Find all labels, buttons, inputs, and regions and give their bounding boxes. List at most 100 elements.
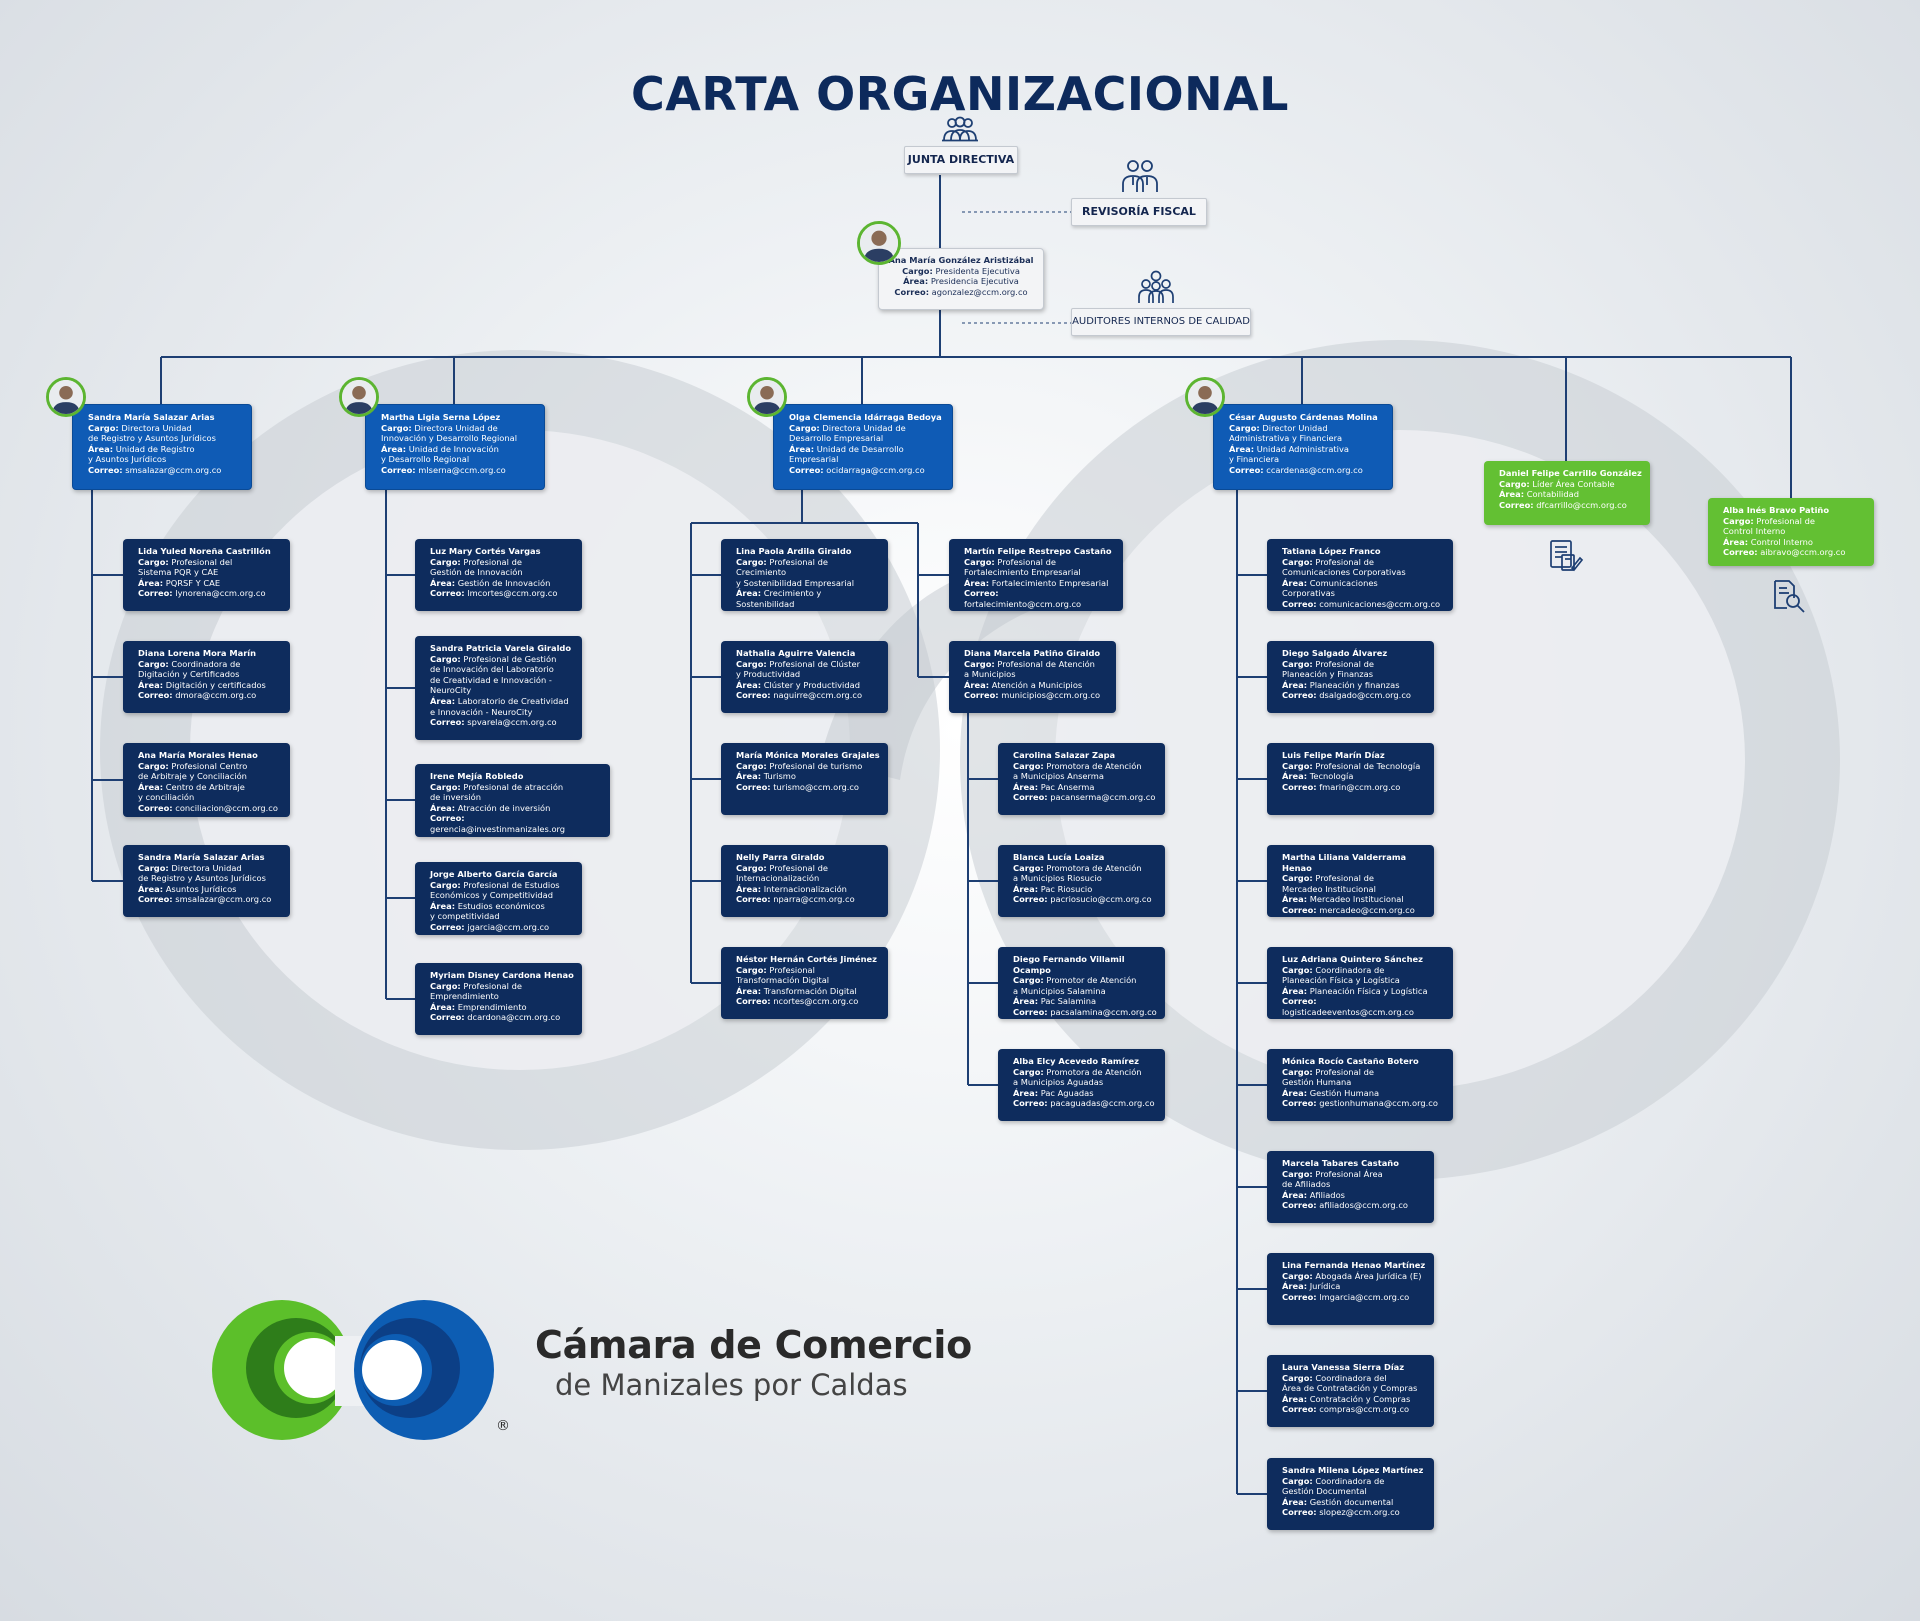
person-area-label: Área:	[736, 985, 762, 996]
person-email-line: Correo: naguirre@ccm.org.co	[736, 690, 880, 701]
person-area-label: Área:	[1282, 1189, 1308, 1200]
person-area-line: Área: Emprendimiento	[430, 1002, 574, 1013]
person-name: Alba Inés Bravo Patiño	[1723, 505, 1830, 515]
person-email-label: Correo:	[964, 690, 999, 701]
person-name: Olga Clemencia Idárraga Bedoya	[789, 412, 942, 422]
person-role: Profesional Área de Afiliados	[1282, 1168, 1383, 1190]
person-area: Pac Salamina	[1040, 996, 1097, 1007]
person-area: Digitación y certificados	[165, 679, 266, 690]
person-area-line: Área: PQRSF Y CAE	[138, 578, 282, 589]
person-email-label: Correo:	[430, 717, 465, 728]
person-email: logisticadeeventos@ccm.org.co	[1282, 1006, 1414, 1017]
person-role: Directora Unidad de Desarrollo Empresari…	[789, 422, 906, 444]
person-role-label: Cargo:	[1013, 1066, 1044, 1077]
person-email-line: Correo: ocidarraga@ccm.org.co	[789, 465, 944, 476]
person-role: Profesional Transformación Digital	[736, 964, 830, 986]
person-email-label: Correo:	[1013, 894, 1048, 905]
person-role-label: Cargo:	[138, 760, 169, 771]
person-email-label: Correo:	[1282, 1507, 1317, 1518]
person-role-label: Cargo:	[736, 862, 767, 873]
person-email-label: Correo:	[736, 690, 771, 701]
person-role-line: Cargo: Coordinadora de Digitación y Cert…	[138, 659, 282, 680]
person-role-line: Cargo: Coordinadora de Gestión Documenta…	[1282, 1476, 1426, 1497]
person-area-label: Área:	[430, 577, 456, 588]
person-email-label: Correo:	[1229, 464, 1264, 475]
person-name: Sandra María Salazar Arias	[88, 412, 215, 422]
person-role-label: Cargo:	[1282, 556, 1313, 567]
person-role: Promotora de Atención a Municipios Anser…	[1013, 760, 1142, 782]
person-role-label: Cargo:	[1723, 515, 1754, 526]
person-area-label: Área:	[1013, 996, 1039, 1007]
person-role-line: Cargo: Profesional de Comunicaciones Cor…	[1282, 557, 1445, 578]
person-area-line: Área: Clúster y Productividad	[736, 680, 880, 691]
person-role-label: Cargo:	[1229, 422, 1260, 433]
person-email: ncortes@ccm.org.co	[773, 996, 859, 1007]
person-area-label: Área:	[964, 679, 990, 690]
person-role: Directora Unidad de Registro y Asuntos J…	[138, 862, 266, 884]
person-email: fmarin@ccm.org.co	[1319, 781, 1401, 792]
person-role: Profesional de Emprendimiento	[430, 980, 522, 1002]
person-email-line: Correo: fmarin@ccm.org.co	[1282, 782, 1426, 793]
person-email-label: Correo:	[1282, 690, 1317, 701]
person-name: Lina Fernanda Henao Martínez	[1282, 1260, 1426, 1270]
person-role-label: Cargo:	[1282, 964, 1313, 975]
president-card: Ana María González Aristizábal Cargo: Pr…	[878, 248, 1044, 310]
person-area: Contabilidad	[1526, 489, 1579, 500]
person-role-line: Cargo: Profesional Centro de Arbitraje y…	[138, 761, 282, 782]
person-role-label: Cargo:	[138, 862, 169, 873]
person-area: Crecimiento y Sostenibilidad Empresarial	[736, 588, 822, 611]
person-email: naguirre@ccm.org.co	[773, 690, 863, 701]
person-email-line: Correo: spvarela@ccm.org.co	[430, 717, 574, 728]
person-role: Coordinadora del Área de Contratación y …	[1282, 1372, 1418, 1394]
person-email-line: Correo: smsalazar@ccm.org.co	[88, 465, 243, 476]
person-email-line: Correo: pacanserma@ccm.org.co	[1013, 792, 1157, 803]
person-name: Carolina Salazar Zapa	[1013, 750, 1116, 760]
person-email-line: Correo: conciliacion@ccm.org.co	[138, 803, 282, 814]
person-area: Afiliados	[1309, 1189, 1345, 1200]
person-role-line: Cargo: Profesional de Control Interno	[1723, 516, 1866, 537]
person-role-label: Cargo:	[1013, 862, 1044, 873]
director-avatar	[747, 377, 787, 417]
person-role-line: Cargo: Profesional de Gestión de Innovac…	[430, 654, 574, 696]
person-area-line: Área: Pac Riosucio	[1013, 884, 1157, 895]
person-email: aibravo@ccm.org.co	[1760, 547, 1846, 558]
person-email-line: Correo: ccardenas@ccm.org.co	[1229, 465, 1384, 476]
director-avatar	[1185, 377, 1225, 417]
person-area-label: Área:	[1013, 1087, 1039, 1098]
board-group-icon	[940, 116, 980, 142]
person-role: Profesional de Estudios Económicos y Com…	[430, 879, 560, 901]
person-role-line: Cargo: Profesional de Internacionalizaci…	[736, 863, 880, 884]
person-email-label: Correo:	[1499, 499, 1534, 510]
person-area-label: Área:	[1013, 883, 1039, 894]
director-avatar	[46, 377, 86, 417]
person-area-line: Área: Planeación y finanzas	[1282, 680, 1426, 691]
person-email: slopez@ccm.org.co	[1319, 1507, 1400, 1518]
person-name: Tatiana López Franco	[1282, 546, 1381, 556]
person-name: Marcela Tabares Castaño	[1282, 1158, 1399, 1168]
person-email-label: Correo:	[138, 690, 173, 701]
person-email: dfcarrillo@ccm.org.co	[1536, 499, 1627, 510]
person-area: Tecnología	[1309, 771, 1354, 782]
person-email: gerencia@investinmanizales.org	[430, 823, 566, 834]
person-role-label: Cargo:	[964, 556, 995, 567]
person-role-label: Cargo:	[736, 658, 767, 669]
person-area-line: Área: Atracción de inversión	[430, 803, 602, 814]
person-email: ccardenas@ccm.org.co	[1266, 464, 1363, 475]
person-area: Mercadeo Institucional	[1309, 894, 1404, 905]
person-email: turismo@ccm.org.co	[773, 781, 859, 792]
person-email-line: Correo: slopez@ccm.org.co	[1282, 1507, 1426, 1518]
president-area: Presidencia Ejecutiva	[930, 276, 1019, 287]
person-name: Martín Felipe Restrepo Castaño	[964, 546, 1112, 556]
person-email: pacaguadas@ccm.org.co	[1050, 1098, 1155, 1109]
person-email-label: Correo:	[138, 894, 173, 905]
person-role-label: Cargo:	[1282, 760, 1313, 771]
person-email-label: Correo:	[1013, 1006, 1048, 1017]
person-role: Profesional de Internacionalización	[736, 862, 828, 884]
person-area-line: Área: Contratación y Compras	[1282, 1394, 1426, 1405]
